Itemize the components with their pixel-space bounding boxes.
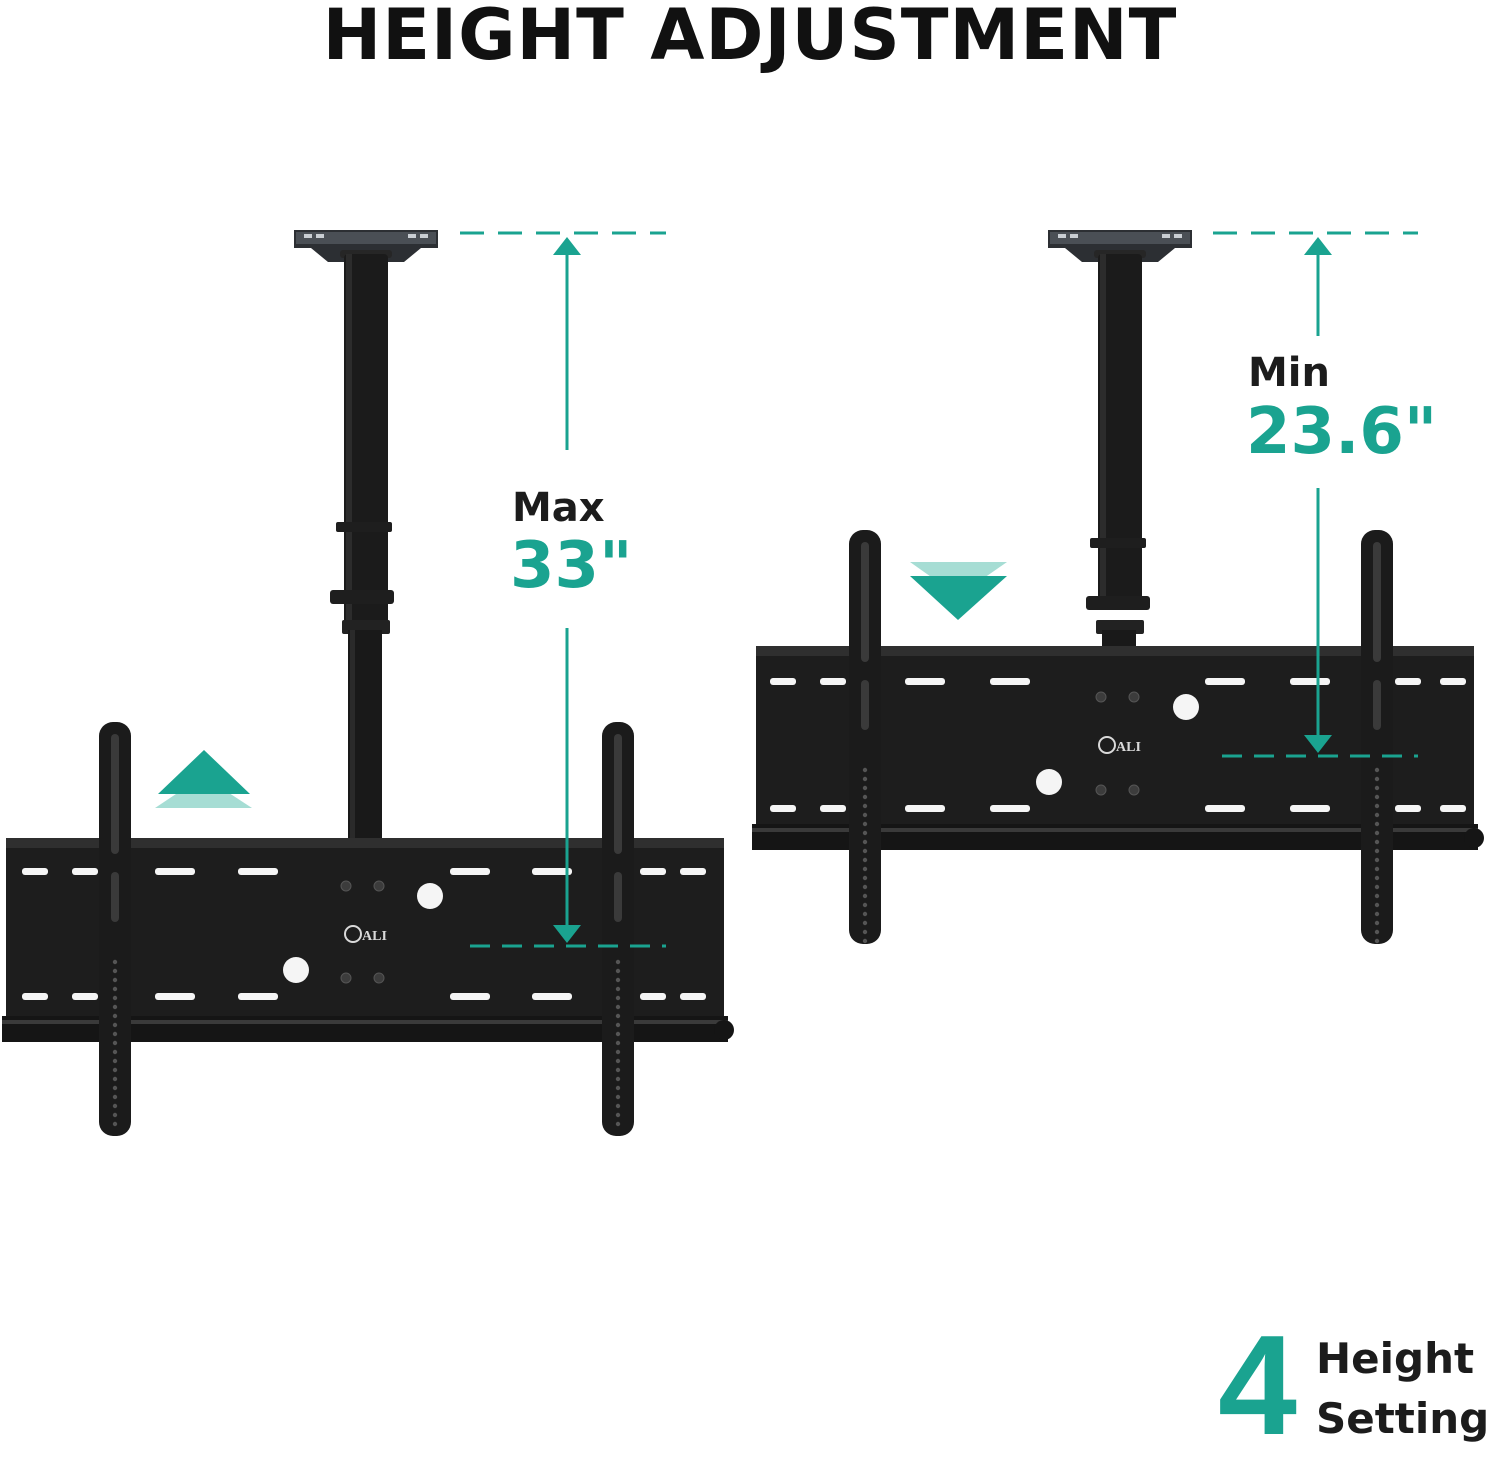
rail-hole [112,1094,118,1100]
rail-hole [862,812,868,818]
rail-hole [862,911,868,917]
rail-hole [112,1013,118,1019]
settings-count: 4 [1218,1306,1297,1465]
rail-hole [112,986,118,992]
rail-hole [862,785,868,791]
rail-hole [862,920,868,926]
rail-hole [615,1121,621,1127]
rail-hole [1374,839,1380,845]
rail-hole [112,1022,118,1028]
rail-hole [1374,884,1380,890]
rail-hole [615,968,621,974]
rail-hole [112,1031,118,1037]
rail-hole [862,884,868,890]
brand-mark: ALI [362,929,387,944]
rail-hole [862,929,868,935]
rail-hole [1374,830,1380,836]
rail-hole [1374,821,1380,827]
rail-hole [862,938,868,944]
min-label: Min [1248,350,1330,396]
rail-hole [615,1004,621,1010]
rail-hole [112,1049,118,1055]
rail-hole [862,803,868,809]
rail-hole [112,968,118,974]
rail-hole [862,839,868,845]
rail-hole [615,1067,621,1073]
rail-hole [862,875,868,881]
rail-hole [112,995,118,1001]
rail-hole [1374,866,1380,872]
min-dimension [1213,231,1418,758]
rail-hole [862,866,868,872]
rail-hole [1374,785,1380,791]
rail-hole [1374,911,1380,917]
rail-hole [112,1121,118,1127]
max-label: Max [512,485,605,531]
rail-hole [615,977,621,983]
up-arrow-icon [155,750,252,808]
rail-hole [862,893,868,899]
rail-hole [862,794,868,800]
rail-hole [1374,848,1380,854]
rail-hole [112,977,118,983]
brand-mark: ALI [1116,740,1141,755]
rail-hole [1374,812,1380,818]
rail-hole [112,1040,118,1046]
settings-line2: Setting [1316,1394,1490,1443]
mount-min: ALI [752,230,1484,944]
rail-hole [1374,857,1380,863]
rail-hole [862,767,868,773]
rail-hole [615,986,621,992]
rail-hole [615,959,621,965]
rail-hole [615,1058,621,1064]
rail-hole [1374,929,1380,935]
rail-hole [862,821,868,827]
rail-hole [615,1076,621,1082]
rail-hole [112,1004,118,1010]
min-value: 23.6" [1246,395,1438,469]
rail-hole [615,1103,621,1109]
rail-hole [112,1067,118,1073]
rail-hole [112,1085,118,1091]
rail-hole [615,1049,621,1055]
rail-hole [1374,893,1380,899]
brand-logo-icon [344,925,362,943]
brand-logo-icon [1098,736,1116,754]
down-arrow-icon [910,562,1007,620]
rail-hole [615,1013,621,1019]
rail-hole [862,776,868,782]
rail-hole [1374,767,1380,773]
rail-hole [862,902,868,908]
rail-hole [1374,776,1380,782]
rail-hole [112,1103,118,1109]
rail-hole [615,995,621,1001]
rail-hole [615,1022,621,1028]
rail-hole [862,857,868,863]
rail-hole [615,1094,621,1100]
max-dimension [460,231,666,948]
rail-hole [1374,875,1380,881]
rail-hole [862,848,868,854]
rail-hole [1374,803,1380,809]
rail-hole [112,1112,118,1118]
rail-hole [1374,920,1380,926]
rail-hole [112,1058,118,1064]
mount-max: ALI [2,230,734,1136]
rail-hole [615,1040,621,1046]
rail-hole [862,830,868,836]
rail-hole [615,1031,621,1037]
rail-hole [112,959,118,965]
rail-hole [112,1076,118,1082]
rail-hole [615,1085,621,1091]
page-title: HEIGHT ADJUSTMENT [322,0,1178,76]
rail-hole [1374,938,1380,944]
rail-hole [1374,794,1380,800]
rail-hole [1374,902,1380,908]
rail-hole [615,1112,621,1118]
settings-line1: Height [1316,1334,1475,1383]
max-value: 33" [510,529,633,603]
